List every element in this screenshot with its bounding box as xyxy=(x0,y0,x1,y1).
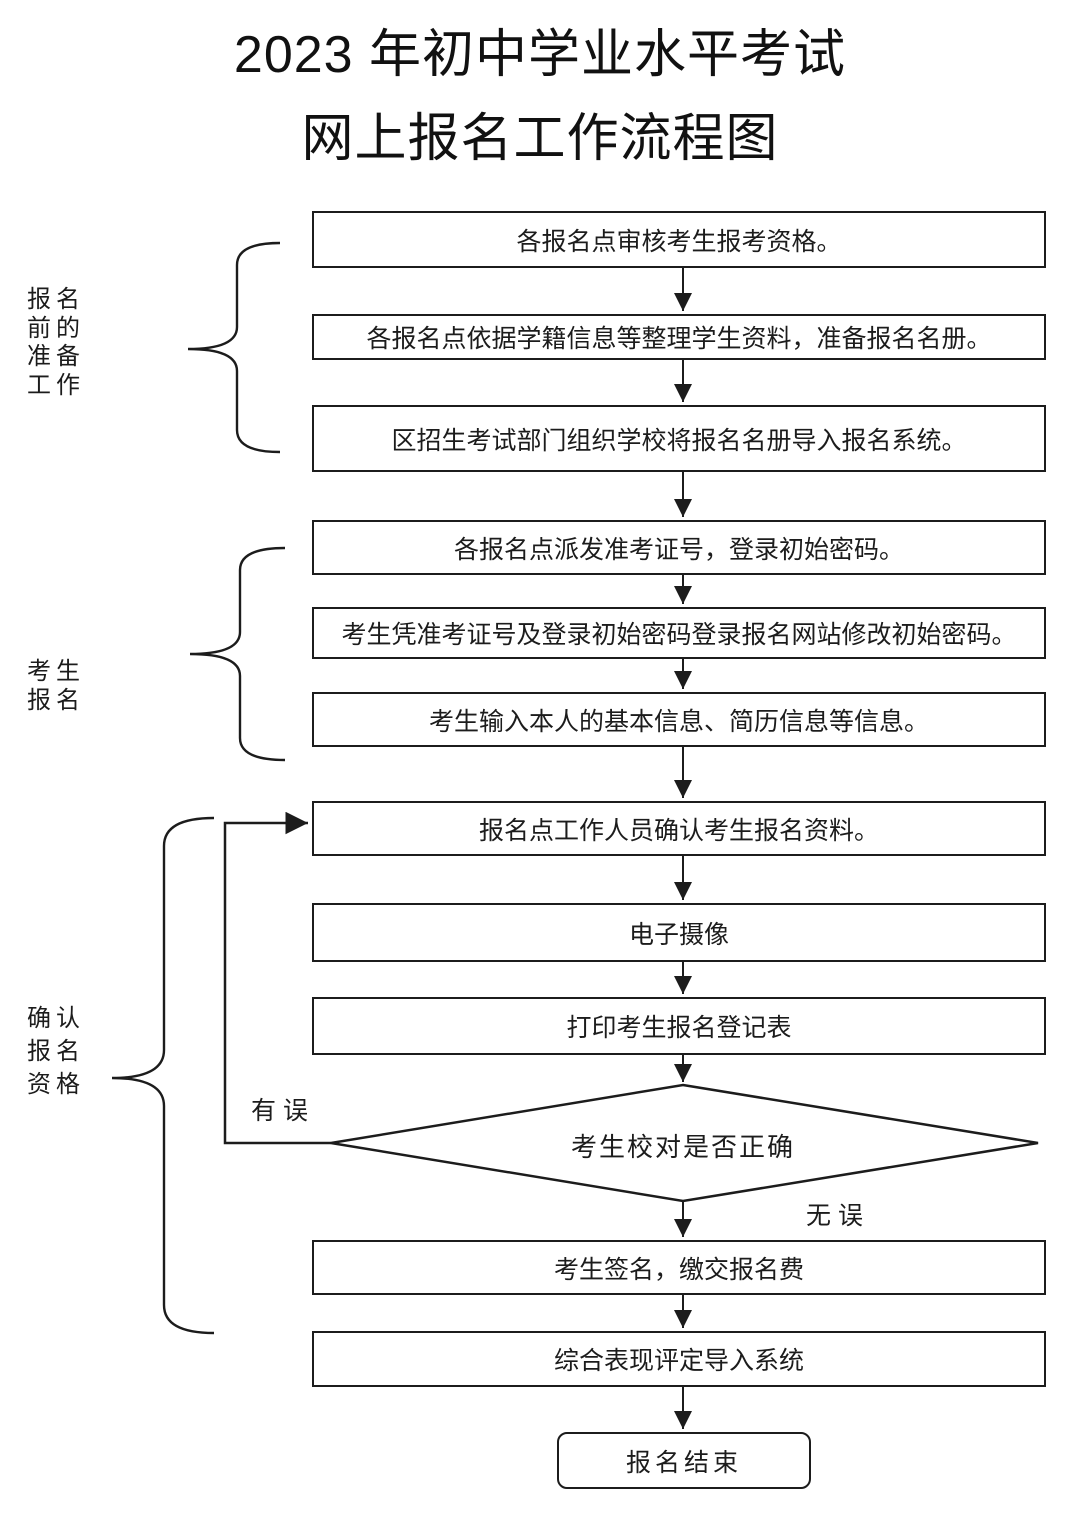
flow-box-print-registration-form: 打印考生报名登记表 xyxy=(312,997,1046,1055)
side-label-line: 前的 xyxy=(27,315,85,342)
page-title-line-1: 2023 年初中学业水平考试 xyxy=(233,26,847,84)
side-label-line: 报名 xyxy=(27,287,85,313)
brace-candidate-registration xyxy=(189,546,286,762)
side-label-line: 资格 xyxy=(27,1072,85,1098)
decision-label: 考生校对是否正确 xyxy=(570,1133,795,1162)
flow-box-staff-confirm-data: 报名点工作人员确认考生报名资料。 xyxy=(312,801,1046,856)
flow-terminal-registration-end: 报名结束 xyxy=(557,1432,811,1489)
flow-box-change-initial-password: 考生凭准考证号及登录初始密码登录报名网站修改初始密码。 xyxy=(312,607,1046,659)
side-label-line: 报名 xyxy=(27,1039,85,1065)
flow-box-import-roster: 区招生考试部门组织学校将报名名册导入报名系统。 xyxy=(312,405,1046,472)
side-label-line: 确认 xyxy=(27,1006,85,1032)
side-label-line: 考生 xyxy=(27,659,85,685)
branch-label-correct: 无误 xyxy=(806,1203,871,1230)
branch-label-error: 有误 xyxy=(251,1098,316,1125)
side-label-candidate-registration: 考生 报名 xyxy=(27,658,85,715)
decision-diamond xyxy=(330,1083,1039,1203)
side-label-line: 准备 xyxy=(27,344,85,370)
side-label-line: 报名 xyxy=(27,687,85,714)
flow-box-enter-basic-info: 考生输入本人的基本信息、简历信息等信息。 xyxy=(312,692,1046,747)
brace-confirm-qualification xyxy=(111,816,215,1335)
flow-box-electronic-photo: 电子摄像 xyxy=(312,903,1046,962)
flow-box-prepare-roster: 各报名点依据学籍信息等整理学生资料，准备报名名册。 xyxy=(312,314,1046,360)
side-label-line: 工作 xyxy=(27,372,85,399)
page-title-line-2: 网上报名工作流程图 xyxy=(301,110,779,168)
side-label-confirm-qualification: 确认 报名 资格 xyxy=(27,1003,85,1102)
flow-box-audit-qualification: 各报名点审核考生报考资格。 xyxy=(312,211,1046,268)
flow-box-comprehensive-evaluation: 综合表现评定导入系统 xyxy=(312,1331,1046,1387)
side-label-preparation: 报名 前的 准备 工作 xyxy=(27,286,85,400)
brace-preparation xyxy=(187,241,281,454)
flow-box-issue-admission-number: 各报名点派发准考证号，登录初始密码。 xyxy=(312,520,1046,575)
flow-box-sign-and-pay: 考生签名，缴交报名费 xyxy=(312,1240,1046,1295)
error-loop-edge xyxy=(223,811,331,1145)
